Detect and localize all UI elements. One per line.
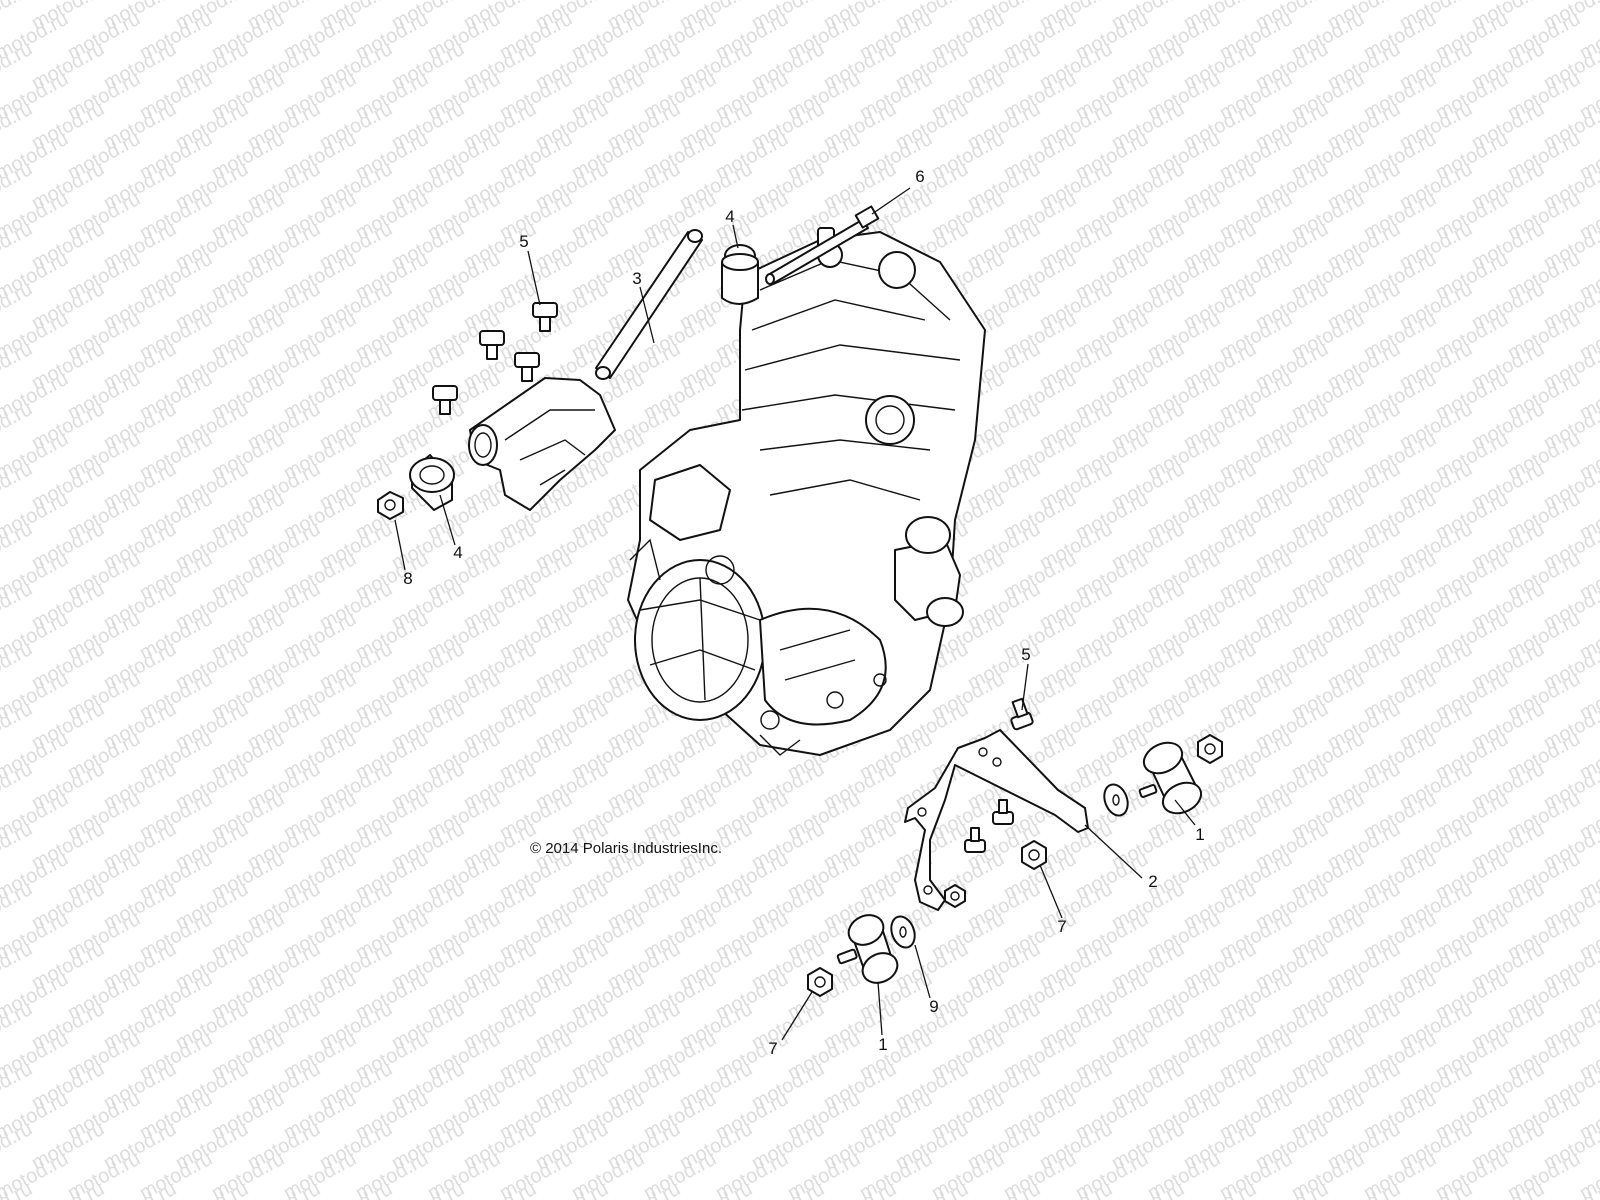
- nut-part-7-right: [1021, 840, 1047, 870]
- callout-7-right: 7: [1057, 917, 1066, 936]
- callout-4-lower: 4: [453, 543, 462, 562]
- bushing-part-4-upper: [721, 244, 759, 305]
- nut-part-8: [377, 491, 404, 520]
- callout-6: 6: [915, 167, 924, 186]
- callout-8: 8: [403, 569, 412, 588]
- watermark-text: motod.ru: [1576, 0, 1600, 4]
- callout-2: 2: [1148, 872, 1157, 891]
- callout-1-right: 1: [1195, 825, 1204, 844]
- callout-9: 9: [929, 997, 938, 1016]
- copyright-notice: © 2014 Polaris IndustriesInc.: [530, 840, 722, 857]
- engine-assembly: [627, 227, 986, 756]
- callout-5-lower: 5: [1021, 645, 1030, 664]
- callout-4-upper: 4: [725, 207, 734, 226]
- nut-upper-right: [1197, 734, 1223, 764]
- callout-3: 3: [632, 269, 641, 288]
- callout-5-upper: 5: [519, 232, 528, 251]
- callout-1-left: 1: [878, 1035, 887, 1054]
- callout-7-left: 7: [768, 1039, 777, 1058]
